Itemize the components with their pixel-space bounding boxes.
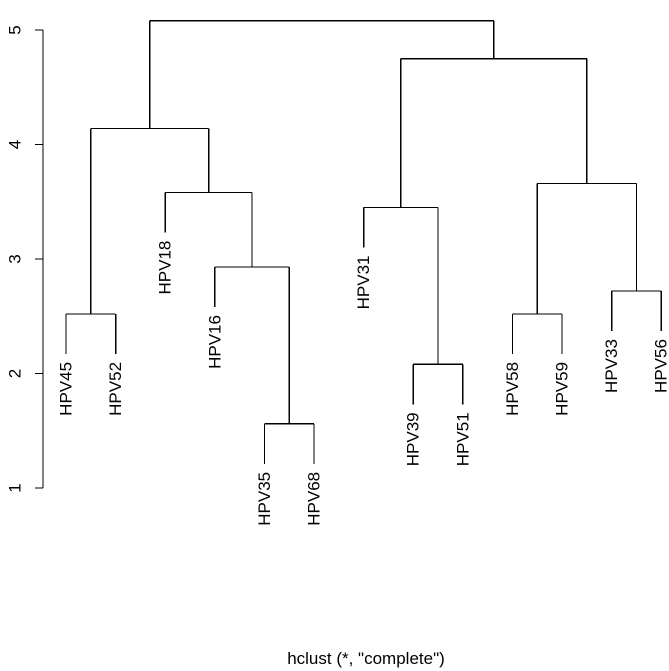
- leaf-label: HPV56: [652, 339, 669, 393]
- leaf-label: HPV35: [255, 472, 274, 526]
- leaf-label: HPV16: [205, 315, 224, 369]
- leaf-label: HPV68: [305, 472, 324, 526]
- leaf-label: HPV59: [553, 362, 572, 416]
- y-axis-ticks: 1 2 3 4 5: [6, 25, 43, 493]
- leaf-label: HPV33: [602, 339, 621, 393]
- y-tick-label: 3: [6, 254, 25, 263]
- y-tick-label: 1: [6, 483, 25, 492]
- y-tick-label: 5: [6, 25, 25, 34]
- leaf-label: HPV58: [503, 362, 522, 416]
- leaf-label: HPV52: [106, 362, 125, 416]
- leaf-label: HPV45: [57, 362, 76, 416]
- y-tick-label: 4: [6, 140, 25, 149]
- leaf-label: HPV51: [453, 412, 472, 466]
- leaf-label: HPV18: [156, 241, 175, 295]
- dendrogram-branches: [65, 20, 662, 464]
- leaf-label: HPV31: [354, 255, 373, 309]
- leaf-label: HPV39: [404, 412, 423, 466]
- x-axis-label: hclust (*, "complete"): [287, 649, 445, 668]
- y-tick-label: 2: [6, 369, 25, 378]
